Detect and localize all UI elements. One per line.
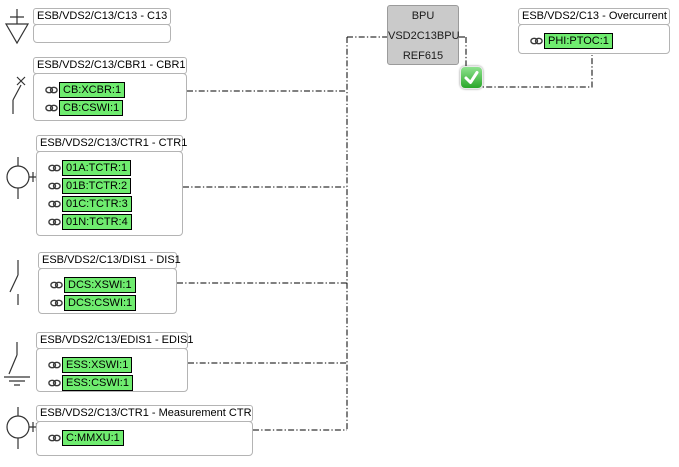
device-name: BPU [411, 10, 435, 22]
link-icon [48, 433, 61, 443]
logical-node-row: DCS:XSWI:1 [50, 277, 170, 293]
node-body: ESS:XSWI:1 ESS:CSWI:1 [36, 348, 188, 392]
logical-node-row: DCS:CSWI:1 [50, 295, 170, 311]
logical-node-chip[interactable]: 01B:TCTR:2 [62, 178, 132, 194]
link-icon [48, 360, 61, 370]
link-icon [48, 217, 61, 227]
link-icon [48, 378, 61, 388]
circuit-breaker-symbol-icon [12, 76, 26, 114]
logical-node-chip[interactable]: CB:XCBR:1 [59, 82, 126, 98]
logical-node-row: ESS:XSWI:1 [48, 357, 181, 373]
node-overcurrent[interactable]: ESB/VDS2/C13 - Overcurrent PHI:PTOC:1 [518, 8, 670, 54]
logical-node-chip[interactable]: DCS:XSWI:1 [64, 277, 136, 293]
logical-node-chip[interactable]: ESS:XSWI:1 [62, 357, 133, 373]
logical-node-row: CB:CSWI:1 [45, 100, 180, 116]
node-title: ESB/VDS2/C13/CTR1 - CTR1 [36, 135, 187, 152]
logical-node-chip[interactable]: DCS:CSWI:1 [64, 295, 137, 311]
node-title: ESB/VDS2/C13/CBR1 - CBR1 [33, 57, 187, 74]
node-title: ESB/VDS2/C13/DIS1 - DIS1 [38, 252, 181, 269]
logical-node-chip[interactable]: 01A:TCTR:1 [62, 160, 132, 176]
logical-node-row: C:MMXU:1 [48, 430, 246, 446]
device-type: REF615 [402, 50, 444, 62]
node-title: ESB/VDS2/C13/CTR1 - Measurement CTR [36, 405, 253, 422]
link-icon [45, 103, 58, 113]
device-technical-key: VSD2C13BPU [388, 30, 460, 42]
logical-node-chip[interactable]: ESS:CSWI:1 [62, 375, 133, 391]
logical-node-row: 01B:TCTR:2 [48, 178, 176, 194]
node-body: PHI:PTOC:1 [518, 24, 670, 54]
link-icon [50, 298, 63, 308]
logical-node-row: ESS:CSWI:1 [48, 375, 181, 391]
node-edis1[interactable]: ESB/VDS2/C13/EDIS1 - EDIS1 ESS:XSWI:1 ES… [36, 332, 193, 392]
node-title: ESB/VDS2/C13/C13 - C13 [33, 8, 171, 25]
node-ctr1[interactable]: ESB/VDS2/C13/CTR1 - CTR1 01A:TCTR:1 01B:… [36, 135, 187, 236]
logical-node-row: PHI:PTOC:1 [530, 33, 663, 49]
node-title: ESB/VDS2/C13 - Overcurrent [518, 8, 670, 25]
disconnector-symbol-icon [9, 260, 19, 305]
link-icon [45, 85, 58, 95]
node-body: 01A:TCTR:1 01B:TCTR:2 01C:TCTR:3 01N:TCT… [36, 151, 183, 236]
current-transformer-symbol-icon [6, 407, 38, 449]
node-cbr1[interactable]: ESB/VDS2/C13/CBR1 - CBR1 CB:XCBR:1 CB:CS… [33, 57, 187, 121]
node-body [33, 24, 171, 43]
logical-node-chip[interactable]: PHI:PTOC:1 [544, 33, 613, 49]
success-check-icon [460, 66, 483, 89]
link-icon [48, 181, 61, 191]
link-icon [50, 280, 63, 290]
device-box-bpu[interactable]: BPU VSD2C13BPU REF615 [387, 5, 460, 65]
logical-node-chip[interactable]: 01C:TCTR:3 [62, 196, 132, 212]
earth-switch-symbol-icon [4, 342, 30, 386]
logical-node-row: 01A:TCTR:1 [48, 160, 176, 176]
node-title: ESB/VDS2/C13/EDIS1 - EDIS1 [36, 332, 193, 349]
node-body: C:MMXU:1 [36, 421, 253, 456]
link-icon [48, 199, 61, 209]
link-icon [530, 36, 543, 46]
node-body: CB:XCBR:1 CB:CSWI:1 [33, 73, 187, 121]
logical-node-chip[interactable]: C:MMXU:1 [62, 430, 124, 446]
load-symbol-icon [4, 9, 30, 45]
node-body: DCS:XSWI:1 DCS:CSWI:1 [38, 268, 177, 314]
logical-node-chip[interactable]: CB:CSWI:1 [59, 100, 124, 116]
logical-node-chip[interactable]: 01N:TCTR:4 [62, 214, 132, 230]
node-c13[interactable]: ESB/VDS2/C13/C13 - C13 [33, 8, 171, 43]
logical-node-row: 01C:TCTR:3 [48, 196, 176, 212]
current-transformer-symbol-icon [6, 157, 38, 199]
logical-node-row: 01N:TCTR:4 [48, 214, 176, 230]
logical-node-row: CB:XCBR:1 [45, 82, 180, 98]
link-icon [48, 163, 61, 173]
node-measurement-ctr[interactable]: ESB/VDS2/C13/CTR1 - Measurement CTR C:MM… [36, 405, 253, 456]
node-dis1[interactable]: ESB/VDS2/C13/DIS1 - DIS1 DCS:XSWI:1 DCS:… [38, 252, 181, 314]
